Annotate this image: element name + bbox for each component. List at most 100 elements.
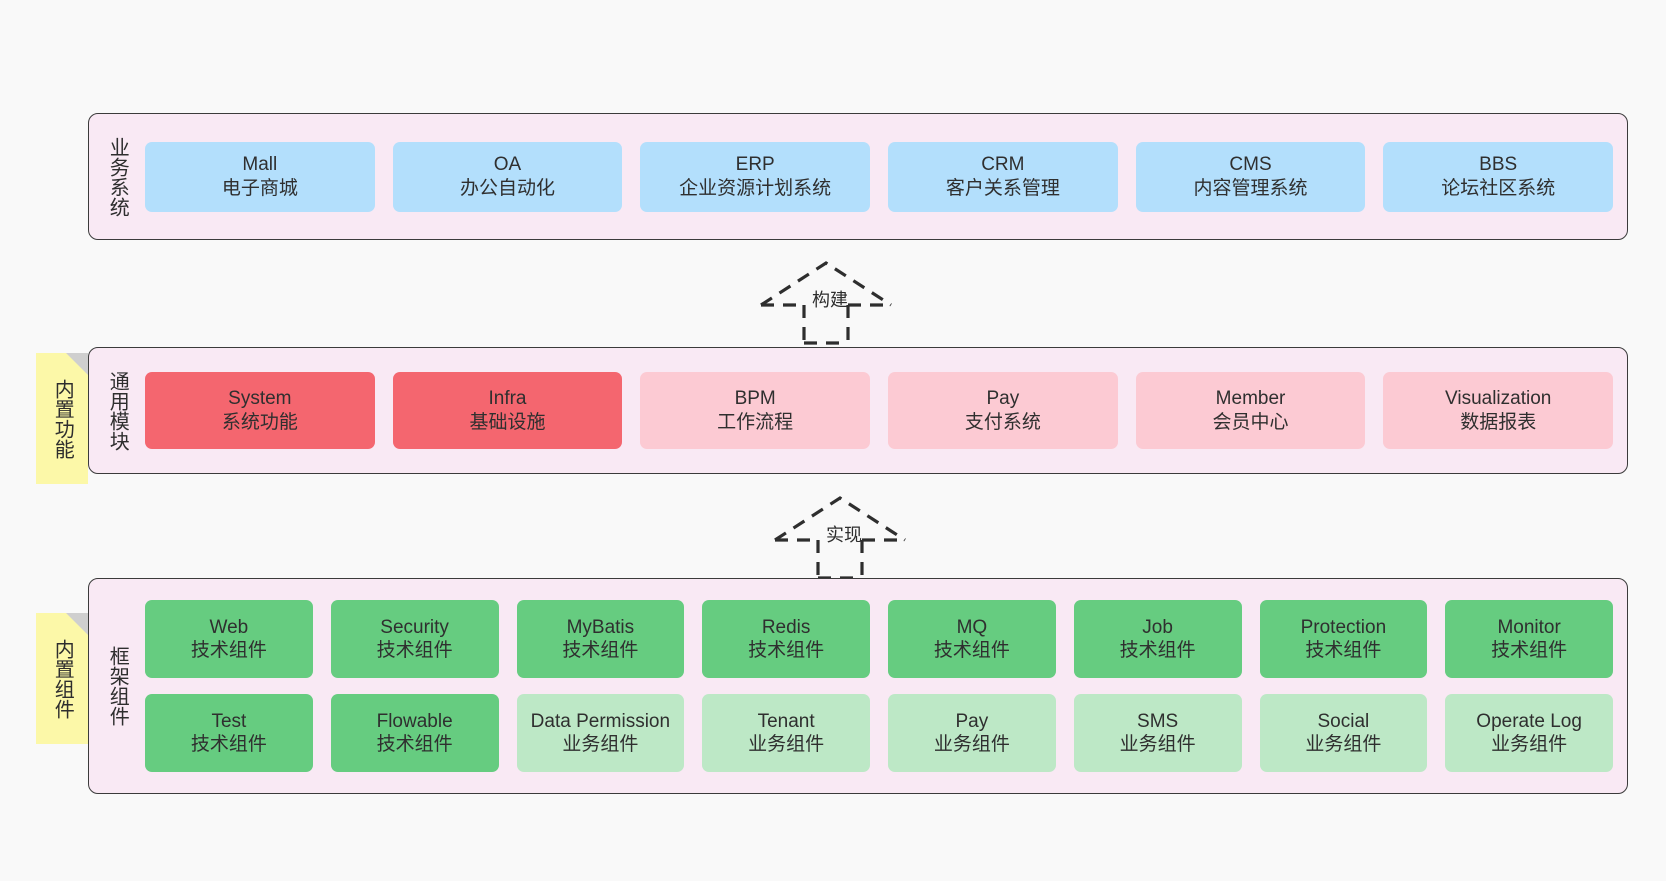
card-subtitle: 论坛社区系统 <box>1441 177 1556 199</box>
connector-implement: 实现 <box>770 490 920 580</box>
layer-title-business-systems: 业务系统 <box>106 136 129 217</box>
connector-build: 构建 <box>756 255 906 345</box>
card-title: Redis <box>761 616 811 638</box>
card-title: System <box>228 388 292 410</box>
card-title: Visualization <box>1445 388 1552 410</box>
card-flowable[interactable]: Flowable 技术组件 <box>330 694 499 772</box>
card-monitor[interactable]: Monitor 技术组件 <box>1445 600 1613 678</box>
card-title: MQ <box>956 616 988 638</box>
card-crm[interactable]: CRM 客户关系管理 <box>888 141 1118 212</box>
card-title: Security <box>380 616 449 638</box>
card-erp[interactable]: ERP 企业资源计划系统 <box>640 141 871 212</box>
card-title: Tenant <box>757 710 815 732</box>
card-title: Flowable <box>376 710 453 732</box>
card-row: Test 技术组件 Flowable 技术组件 Data Permission … <box>145 694 1613 772</box>
card-title: Web <box>209 616 249 638</box>
card-subtitle: 业务组件 <box>748 734 825 755</box>
card-visualization[interactable]: Visualization 数据报表 <box>1383 372 1614 449</box>
card-redis[interactable]: Redis 技术组件 <box>702 600 870 678</box>
card-oa[interactable]: OA 办公自动化 <box>392 141 623 212</box>
card-infra[interactable]: Infra 基础设施 <box>392 372 623 449</box>
card-subtitle: 业务组件 <box>562 734 639 755</box>
card-row: Web 技术组件 Security 技术组件 MyBatis 技术组件 Redi… <box>145 600 1613 678</box>
card-security[interactable]: Security 技术组件 <box>330 600 499 678</box>
layer-title-common-modules: 通用模块 <box>106 370 129 451</box>
card-operate-log[interactable]: Operate Log 业务组件 <box>1445 694 1613 772</box>
card-title: BPM <box>734 388 776 410</box>
card-title: CMS <box>1229 154 1272 176</box>
card-pay[interactable]: Pay 支付系统 <box>888 372 1118 449</box>
layer-framework-components: 框架组件 Web 技术组件 Security 技术组件 MyBatis 技术组件… <box>88 578 1628 794</box>
note-label: 内置组件 <box>51 638 74 719</box>
card-subtitle: 业务组件 <box>1119 734 1196 755</box>
card-data-permission[interactable]: Data Permission 业务组件 <box>516 694 685 772</box>
card-title: Member <box>1215 388 1286 410</box>
layer-body-business-systems: Mall 电子商城 OA 办公自动化 ERP 企业资源计划系统 CRM 客户关系… <box>145 114 1627 239</box>
card-title: Social <box>1317 710 1370 732</box>
card-system[interactable]: System 系统功能 <box>145 372 375 449</box>
card-title: Protection <box>1300 616 1387 638</box>
card-subtitle: 内容管理系统 <box>1193 177 1308 199</box>
card-bbs[interactable]: BBS 论坛社区系统 <box>1383 141 1614 212</box>
card-title: SMS <box>1137 710 1179 732</box>
note-fold-corner-icon <box>66 353 88 375</box>
card-member[interactable]: Member 会员中心 <box>1135 372 1366 449</box>
card-mq[interactable]: MQ 技术组件 <box>888 600 1056 678</box>
card-subtitle: 技术组件 <box>190 734 267 755</box>
card-mall[interactable]: Mall 电子商城 <box>145 141 375 212</box>
card-subtitle: 技术组件 <box>933 640 1010 661</box>
card-subtitle: 技术组件 <box>748 640 825 661</box>
card-sms[interactable]: SMS 业务组件 <box>1073 694 1242 772</box>
card-subtitle: 技术组件 <box>1119 640 1196 661</box>
card-job[interactable]: Job 技术组件 <box>1073 600 1242 678</box>
note-builtin-components: 内置组件 <box>36 613 88 744</box>
card-subtitle: 业务组件 <box>1491 734 1568 755</box>
card-mybatis[interactable]: MyBatis 技术组件 <box>516 600 685 678</box>
card-subtitle: 系统功能 <box>221 411 298 433</box>
card-subtitle: 业务组件 <box>1305 734 1382 755</box>
connector-label-implement: 实现 <box>826 525 862 545</box>
note-label: 内置功能 <box>51 378 74 459</box>
connector-label-build: 构建 <box>812 290 848 310</box>
card-bpm[interactable]: BPM 工作流程 <box>640 372 871 449</box>
card-subtitle: 基础设施 <box>469 411 546 433</box>
card-title: BBS <box>1479 154 1518 176</box>
card-title: Job <box>1142 616 1173 638</box>
card-tenant[interactable]: Tenant 业务组件 <box>702 694 870 772</box>
card-title: ERP <box>735 154 775 176</box>
layer-body-framework-components: Web 技术组件 Security 技术组件 MyBatis 技术组件 Redi… <box>145 579 1627 793</box>
card-title: Test <box>211 710 247 732</box>
card-row: System 系统功能 Infra 基础设施 BPM 工作流程 Pay 支付系统… <box>145 372 1614 449</box>
card-test[interactable]: Test 技术组件 <box>145 694 313 772</box>
card-title: OA <box>493 154 522 176</box>
card-subtitle: 工作流程 <box>717 411 794 433</box>
card-title: Pay <box>986 388 1020 410</box>
card-web[interactable]: Web 技术组件 <box>145 600 313 678</box>
card-subtitle: 技术组件 <box>376 640 453 661</box>
layer-body-common-modules: System 系统功能 Infra 基础设施 BPM 工作流程 Pay 支付系统… <box>145 348 1627 473</box>
card-row: Mall 电子商城 OA 办公自动化 ERP 企业资源计划系统 CRM 客户关系… <box>145 141 1614 212</box>
card-subtitle: 会员中心 <box>1212 411 1289 433</box>
card-social[interactable]: Social 业务组件 <box>1259 694 1428 772</box>
card-subtitle: 支付系统 <box>964 411 1041 433</box>
card-subtitle: 办公自动化 <box>460 177 556 199</box>
card-subtitle: 技术组件 <box>1491 640 1568 661</box>
card-subtitle: 企业资源计划系统 <box>679 177 832 199</box>
card-cms[interactable]: CMS 内容管理系统 <box>1135 141 1366 212</box>
card-title: Pay <box>955 710 989 732</box>
card-title: Operate Log <box>1476 710 1582 732</box>
card-title: CRM <box>981 154 1025 176</box>
card-protection[interactable]: Protection 技术组件 <box>1259 600 1428 678</box>
card-subtitle: 业务组件 <box>933 734 1010 755</box>
generalization-arrow-icon <box>760 261 892 345</box>
card-subtitle: 技术组件 <box>376 734 453 755</box>
card-subtitle: 技术组件 <box>190 640 267 661</box>
layer-common-modules: 通用模块 System 系统功能 Infra 基础设施 BPM 工作流程 Pay… <box>88 347 1628 474</box>
card-pay-business[interactable]: Pay 业务组件 <box>888 694 1056 772</box>
card-title: Mall <box>242 154 278 176</box>
layer-business-systems: 业务系统 Mall 电子商城 OA 办公自动化 ERP 企业资源计划系统 CRM… <box>88 113 1628 240</box>
card-title: Monitor <box>1497 616 1561 638</box>
card-title: MyBatis <box>566 616 635 638</box>
layer-title-framework-components: 框架组件 <box>106 646 129 726</box>
